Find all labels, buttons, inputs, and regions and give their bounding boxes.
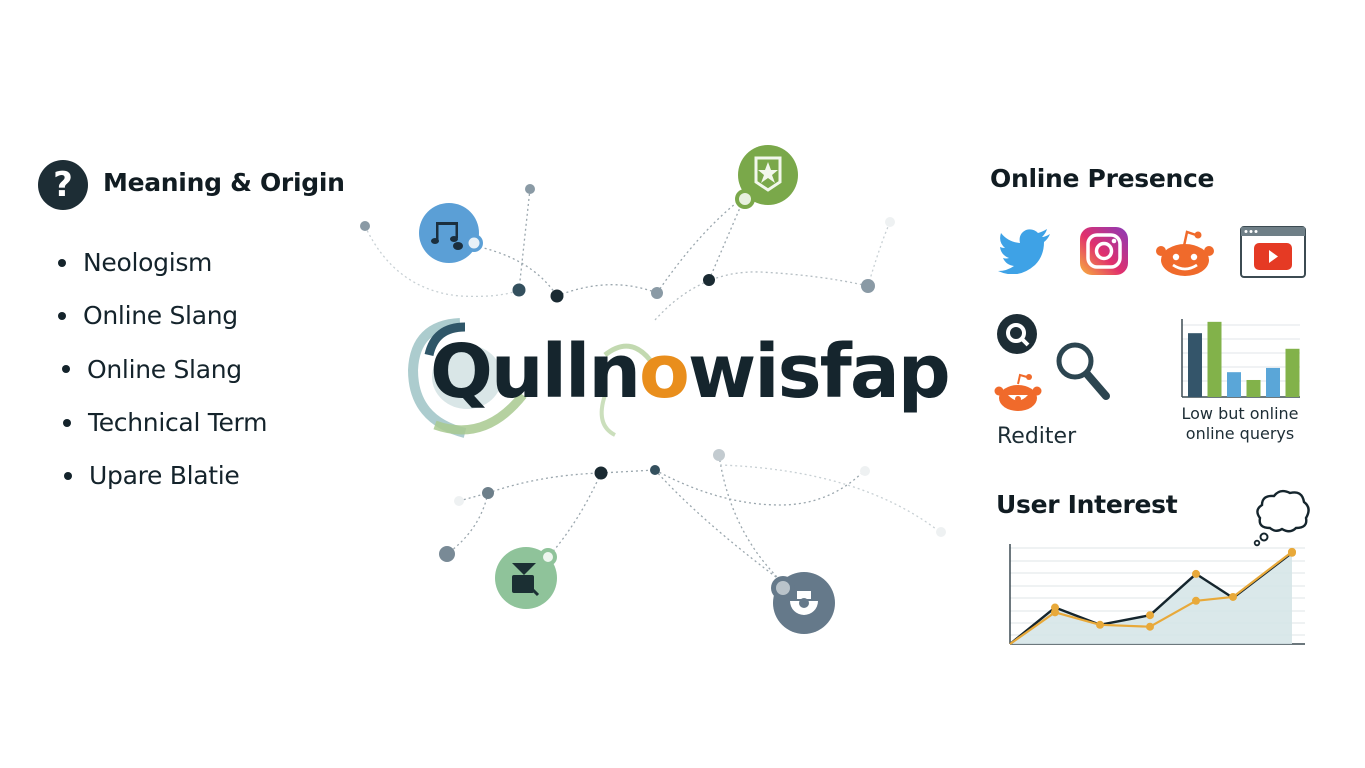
online-presence-title: Online Presence bbox=[990, 164, 1215, 193]
music-notes-icon bbox=[431, 222, 463, 250]
list-item: Upare Blatie bbox=[58, 449, 267, 502]
bar-chart-caption: Low but online online querys bbox=[1181, 404, 1299, 443]
music-notes-node bbox=[419, 203, 483, 263]
user-interest-line-chart bbox=[1009, 544, 1305, 645]
bar bbox=[1207, 321, 1222, 397]
reddit-small-icon bbox=[994, 373, 1042, 411]
question-mark-icon: ? bbox=[38, 160, 88, 210]
list-item: Online Slang bbox=[58, 289, 267, 342]
query-bar-chart bbox=[1181, 319, 1300, 398]
list-item: Neologism bbox=[58, 236, 267, 289]
reddit-alien-icon bbox=[1156, 230, 1214, 276]
bullet-icon bbox=[62, 365, 70, 374]
shield-star-icon bbox=[754, 156, 782, 192]
instagram-camera-icon bbox=[1080, 227, 1128, 275]
search-badge-icon bbox=[997, 314, 1037, 354]
list-item: Online Slang bbox=[58, 343, 267, 396]
user-circle-node bbox=[771, 572, 835, 634]
user-circle-icon bbox=[790, 591, 818, 615]
list-item: Technical Term bbox=[58, 396, 267, 449]
bar bbox=[1285, 348, 1300, 397]
shield-star-node bbox=[735, 145, 798, 209]
meaning-list: Neologism Online Slang Online Slang Tech… bbox=[58, 236, 267, 502]
twitter-bird-icon bbox=[998, 229, 1050, 274]
bullet-icon bbox=[64, 471, 72, 480]
bullet-icon bbox=[63, 418, 71, 427]
bullet-icon bbox=[58, 311, 66, 320]
hourglass-icon bbox=[512, 563, 540, 597]
bar bbox=[1188, 333, 1202, 397]
brand-word: Qullnowisfap bbox=[430, 329, 951, 415]
thought-cloud-icon bbox=[1253, 489, 1310, 547]
brand-swirl bbox=[407, 318, 652, 438]
meaning-origin-title: Meaning & Origin bbox=[103, 168, 345, 197]
hourglass-node bbox=[495, 547, 557, 609]
magnifier-icon bbox=[1056, 342, 1110, 400]
bar bbox=[1227, 372, 1241, 397]
user-interest-title: User Interest bbox=[996, 490, 1178, 519]
bar bbox=[1266, 367, 1280, 397]
bullet-icon bbox=[58, 258, 66, 267]
rediter-label: Rediter bbox=[997, 424, 1077, 449]
bar bbox=[1246, 379, 1261, 397]
youtube-play-window-icon bbox=[1240, 226, 1306, 278]
